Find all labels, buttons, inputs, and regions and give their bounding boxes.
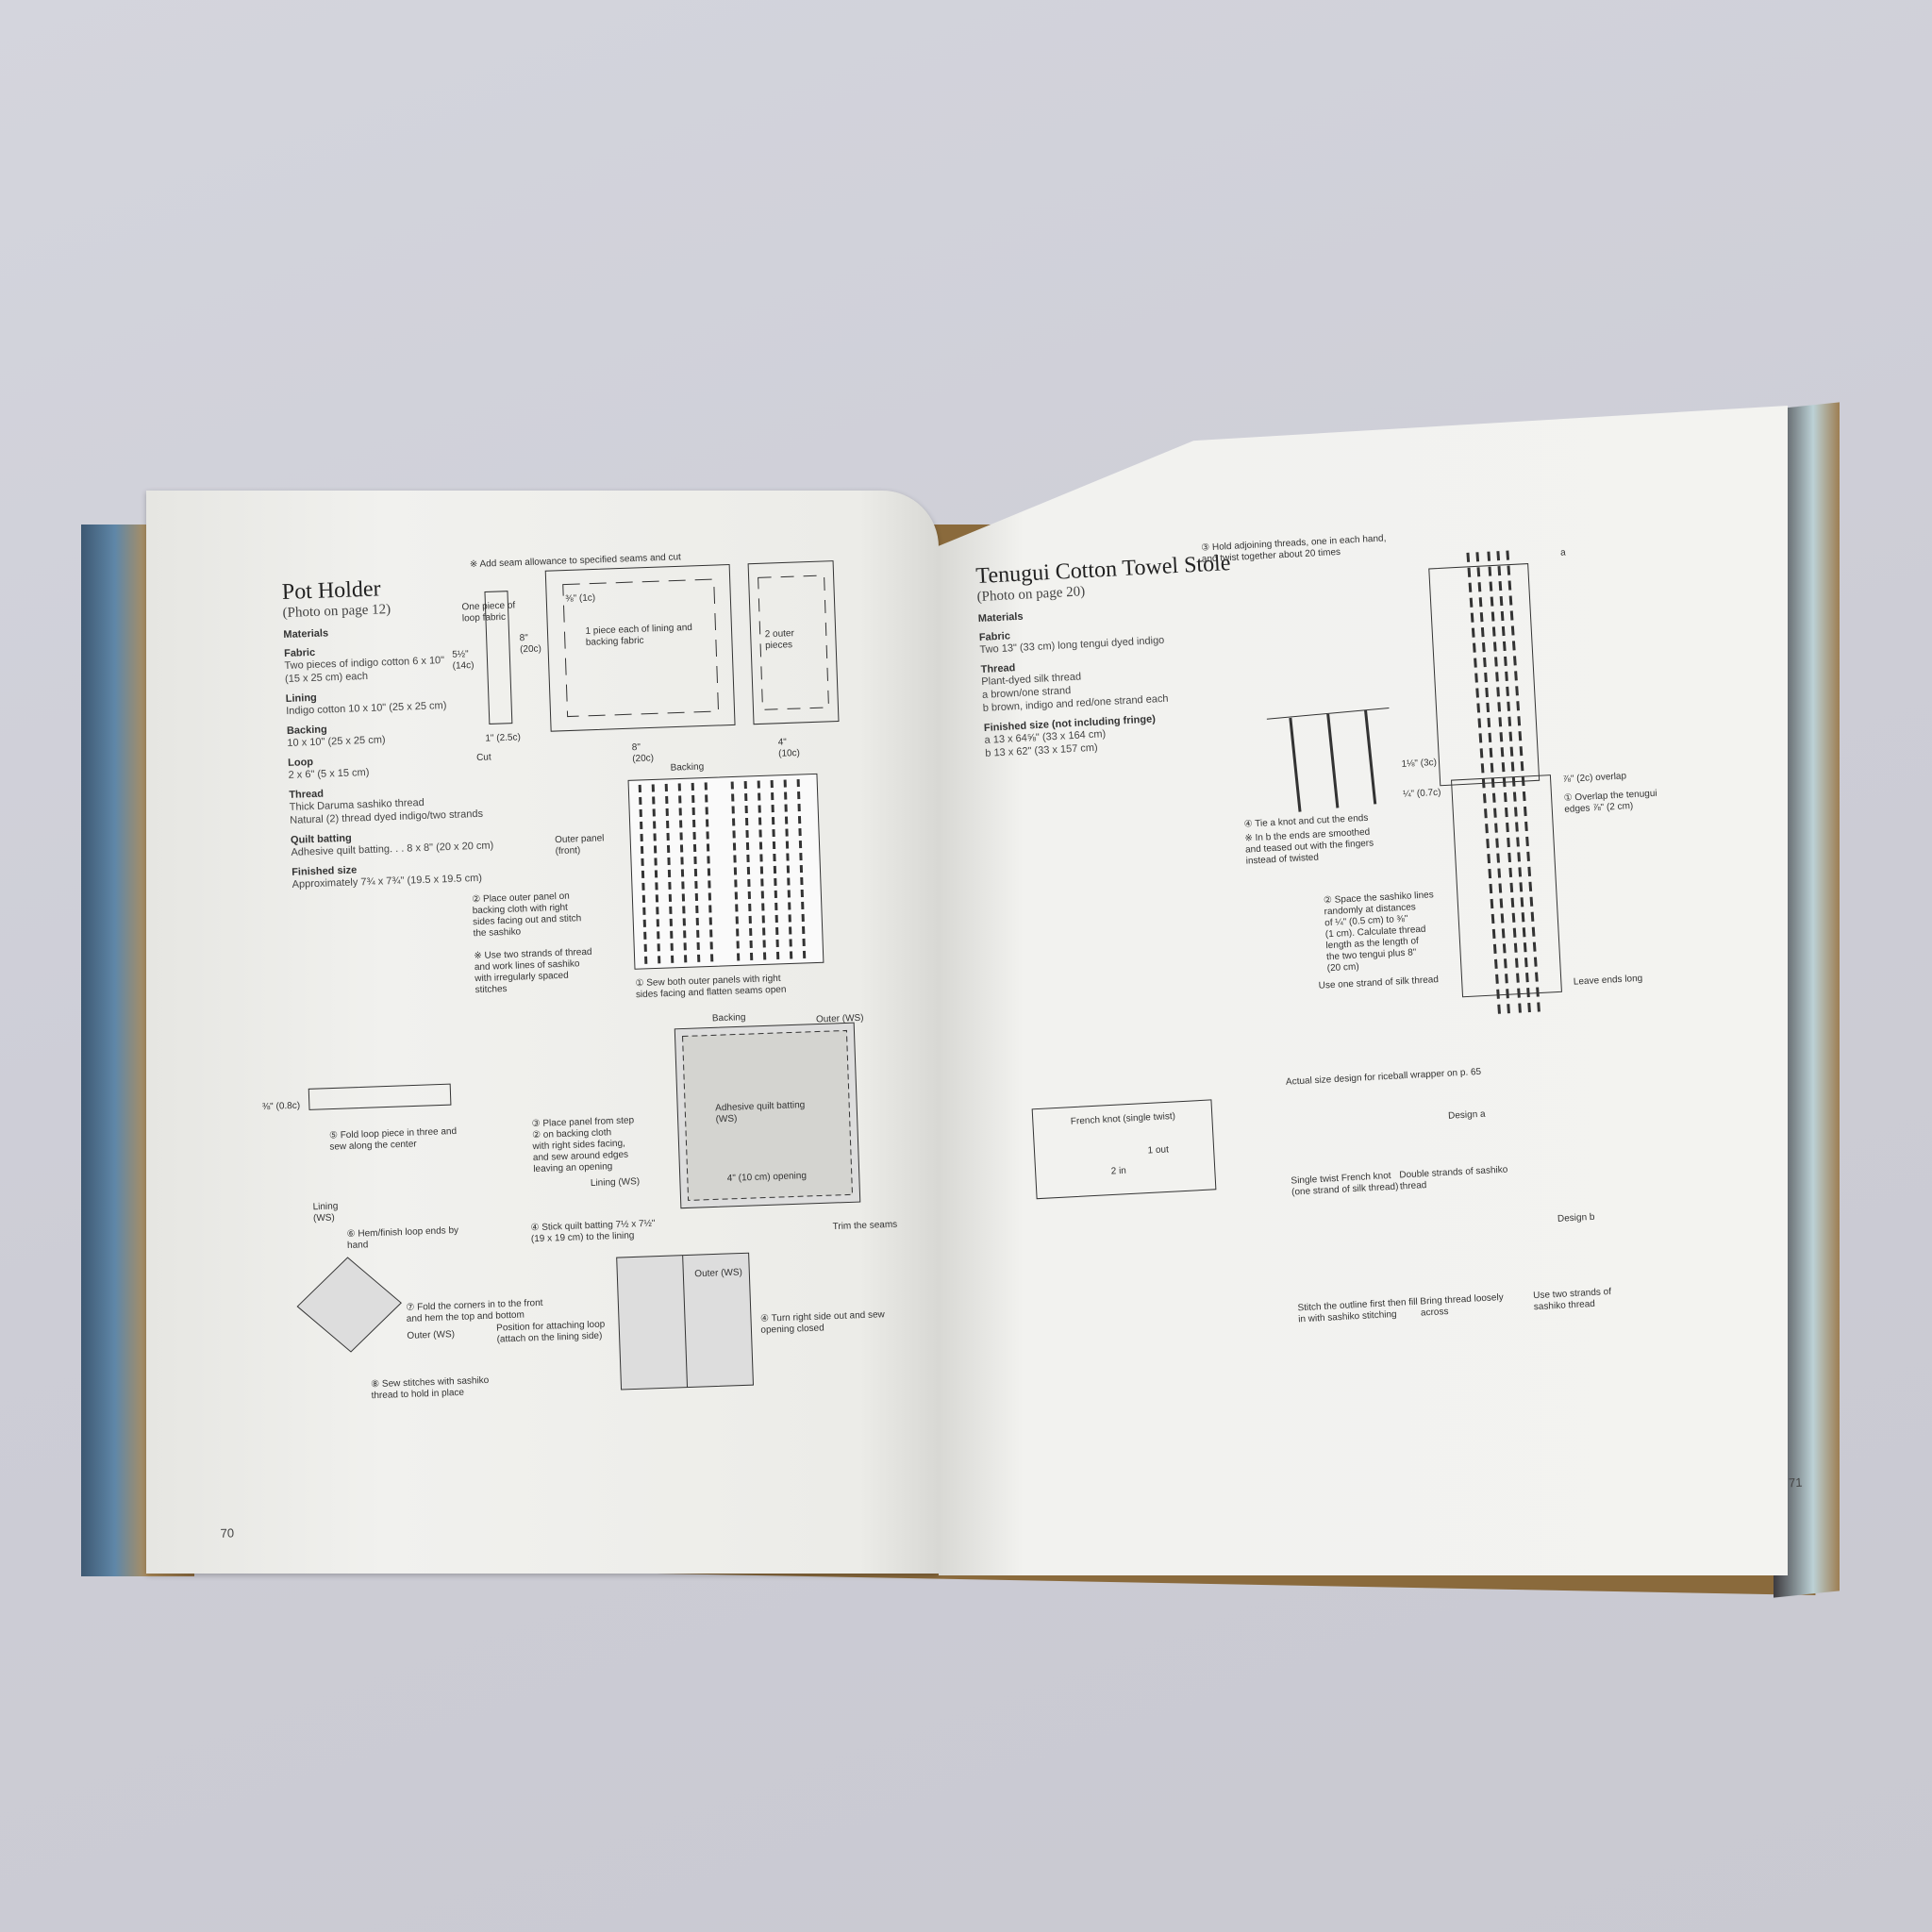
label-loop-fabric: One piece of loop fabric: [461, 600, 516, 625]
label-loop-width: 1" (2.5c): [485, 732, 522, 744]
label-outer-panel-front: Outer panel (front): [555, 833, 605, 858]
label-one-out: 1 out: [1147, 1144, 1170, 1157]
label-lining-ws2: Lining (WS): [590, 1176, 641, 1190]
label-outer-ws: Outer (WS): [407, 1329, 456, 1341]
label-adhesive: Adhesive quilt batting (WS): [715, 1100, 806, 1125]
label-design-b: Design b: [1557, 1211, 1595, 1224]
label-big-height: 8" (20c): [519, 632, 542, 656]
label-step5: ⑤ Fold loop piece in three and sew along…: [328, 1125, 458, 1153]
label-outer-pieces: 2 outer pieces: [764, 628, 795, 652]
label-step7: ⑦ Fold the corners in to the front and h…: [406, 1297, 543, 1324]
label-bring-thread: Bring thread loosely across: [1420, 1291, 1504, 1319]
label-end-len: ¼" (0.7c): [1402, 787, 1441, 800]
label-loop-height: 5½" (14c): [452, 649, 475, 672]
label-outer-ws2: Outer (WS): [815, 1012, 864, 1025]
label-position-loop: Position for attaching loop (attach on t…: [496, 1319, 606, 1345]
stole-diagram: [1031, 550, 1562, 1200]
label-outer-ws3: Outer (WS): [694, 1267, 743, 1280]
label-turn-right: ④ Turn right side out and sew opening cl…: [759, 1309, 885, 1336]
label-step2: ② Place outer panel on backing cloth wit…: [472, 891, 582, 940]
label-note-b: ※ In b the ends are smoothed and teased …: [1244, 826, 1374, 867]
label-cut: Cut: [475, 752, 491, 763]
label-seam-1: ⅜" (1c): [565, 592, 596, 605]
label-backing: Backing: [670, 761, 705, 774]
label-two-in: 2 in: [1110, 1165, 1127, 1177]
label-lining-backing: 1 piece each of lining and backing fabri…: [585, 622, 693, 648]
label-backing2: Backing: [711, 1012, 746, 1024]
page-number: 70: [220, 1525, 235, 1541]
label-step4: ④ Stick quilt batting 7½ x 7½" (19 x 19 …: [530, 1218, 656, 1245]
label-design-a: Design a: [1447, 1108, 1486, 1122]
label-step8: ⑧ Sew stitches with sashiko thread to ho…: [371, 1374, 490, 1402]
label-twist-len: 1⅛" (3c): [1401, 757, 1438, 770]
label-two-strands: ※ Use two strands of thread and work lin…: [474, 946, 592, 996]
label-variant-a: a: [1559, 547, 1566, 558]
label-step6: ⑥ Hem/finish loop ends by hand: [346, 1224, 459, 1252]
label-lining-ws: Lining (WS): [312, 1201, 339, 1224]
pattern-diagram: [296, 560, 861, 1391]
label-use-two: Use two strands of sashiko thread: [1532, 1286, 1612, 1313]
label-trim: Trim the seams: [832, 1219, 898, 1233]
label-big-width: 8" (20c): [631, 741, 655, 765]
page-number: 71: [1788, 1474, 1803, 1491]
right-page: [939, 406, 1788, 1575]
label-step2: ② Space the sashiko lines randomly at di…: [1323, 890, 1434, 974]
label-outer-width: 4" (10c): [777, 737, 801, 759]
label-step3: ③ Place panel from step ② on backing clo…: [531, 1115, 635, 1175]
right-page-content: Tenugui Cotton Towel Stole (Photo on pag…: [939, 361, 1848, 1574]
left-page-content: Pot Holder (Photo on page 12) Materials …: [146, 463, 976, 1574]
label-loop-width2: ⅜" (0.8c): [261, 1100, 301, 1113]
